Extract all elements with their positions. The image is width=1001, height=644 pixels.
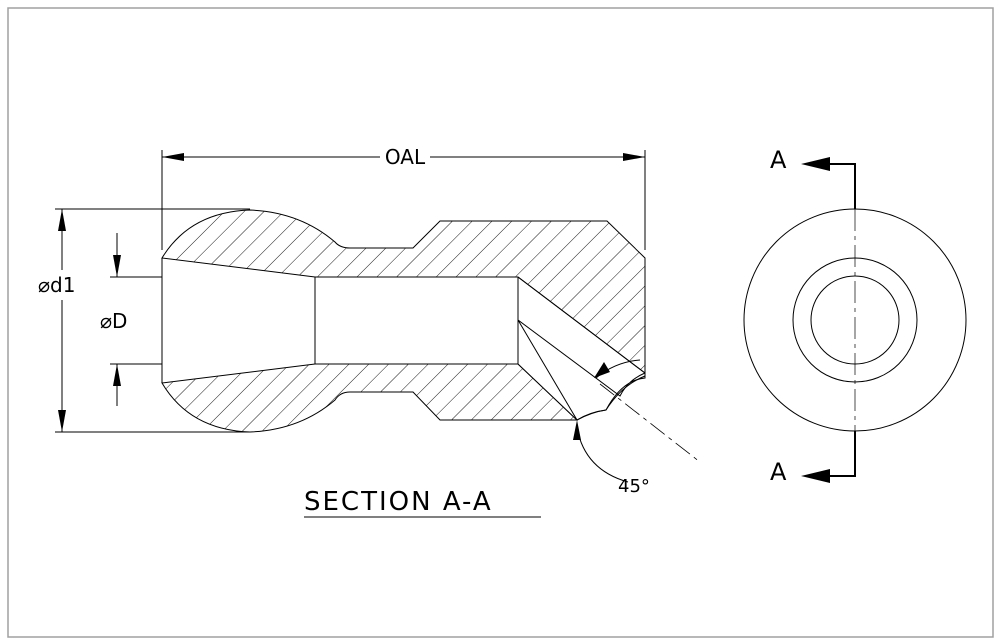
oal-label: OAL bbox=[385, 145, 426, 169]
end-view: A A bbox=[743, 146, 967, 486]
lower-wall-section bbox=[161, 363, 579, 433]
upper-wall-section bbox=[161, 209, 646, 375]
section-title: SECTION A-A bbox=[304, 487, 493, 517]
d1-dimension: ⌀d1 bbox=[38, 208, 250, 433]
oal-dimension: OAL bbox=[161, 145, 646, 250]
section-marker-top: A bbox=[770, 146, 787, 174]
D-label: ⌀D bbox=[100, 309, 127, 333]
section-line-top bbox=[828, 163, 856, 209]
D-dimension: ⌀D bbox=[100, 233, 162, 406]
section-view bbox=[161, 209, 701, 463]
angle-dimension: 45° bbox=[573, 359, 650, 497]
d1-label: ⌀d1 bbox=[38, 273, 75, 297]
hole-centerline bbox=[599, 383, 701, 463]
section-line-bottom bbox=[828, 431, 856, 477]
drawing-frame bbox=[7, 7, 994, 638]
section-marker-bottom: A bbox=[770, 458, 787, 486]
angle-label: 45° bbox=[618, 476, 650, 497]
